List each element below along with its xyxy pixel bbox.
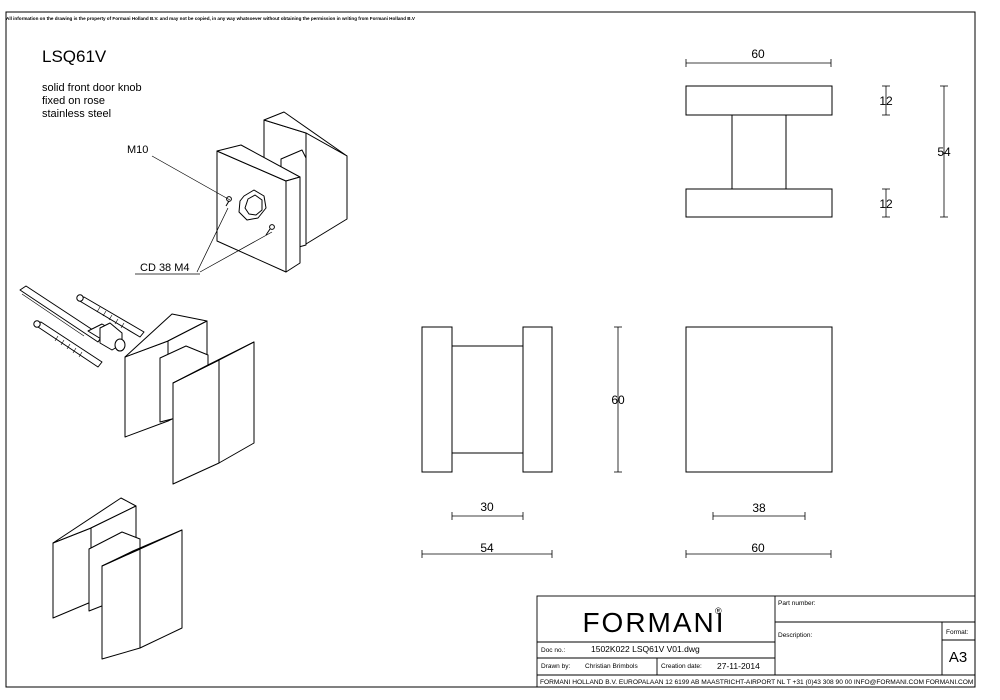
company-footer: FORMANI HOLLAND B.V. EUROPALAAN 12 6199 … [540, 679, 973, 686]
knob-face [685, 326, 833, 473]
dim-top-total-height: 54 [937, 145, 951, 159]
dim-side-height: 60 [611, 393, 625, 407]
doc-value: 1502K022 LSQ61V V01.dwg [591, 644, 700, 654]
dim-top-width: 60 [751, 47, 765, 61]
description-line: fixed on rose [42, 95, 105, 107]
knob-front-side [285, 176, 301, 273]
product-description: solid front door knob fixed on rose stai… [42, 82, 142, 120]
exploded-assembly-view [19, 285, 255, 485]
title-block-text: Part number: Description: Format: Doc no… [540, 600, 973, 686]
rose-plate-front [52, 527, 92, 619]
side-view [421, 326, 553, 473]
assembled-knob-view [52, 497, 183, 660]
isometric-knob-rose-view [216, 111, 348, 273]
dim-side-depth: 54 [480, 541, 494, 555]
drawn-by-value: Christian Brimbols [585, 663, 638, 670]
knob-head-front [101, 548, 141, 660]
dim-front-width: 60 [751, 541, 765, 555]
upper-plate [685, 85, 833, 116]
spindle-bar [19, 285, 103, 343]
thread-callout: M10 [127, 144, 148, 156]
format-label: Format: [946, 629, 969, 636]
spindle-hole-inner [244, 194, 263, 216]
top-view [685, 85, 833, 218]
doc-label: Doc no.: [541, 647, 565, 654]
lower-plate [685, 188, 833, 218]
rose-plate-edge [305, 132, 348, 245]
title-block [536, 595, 976, 688]
copyright-notice: All information on the drawing is the pr… [6, 16, 416, 21]
creation-date-label: Creation date: [661, 663, 702, 670]
drawn-by-label: Drawn by: [541, 663, 570, 670]
front-view [685, 326, 833, 473]
dimension-values: 60 12 12 54 60 30 54 38 60 [480, 47, 951, 555]
dim-side-neck: 30 [480, 500, 494, 514]
dimension-lines [421, 59, 948, 558]
screw-hole [225, 196, 232, 207]
knob-head-right [218, 341, 255, 464]
description-line: solid front door knob [42, 82, 142, 94]
format-value: A3 [949, 649, 967, 666]
fixing-callout: CD 38 M4 [140, 262, 190, 274]
brand-logo: FORMANI [582, 607, 725, 638]
rose-plate [421, 326, 453, 473]
knob-head [522, 326, 553, 473]
description-label: Description: [778, 632, 813, 639]
description-line: stainless steel [42, 108, 111, 120]
screw-hole [265, 224, 275, 236]
dim-top-plate-lower: 12 [879, 197, 893, 211]
dim-front-neck: 38 [752, 501, 766, 515]
product-code: LSQ61V [42, 47, 107, 66]
sheet-border [5, 11, 976, 688]
registered-mark: ® [715, 606, 722, 616]
dim-top-plate-upper: 12 [879, 94, 893, 108]
creation-date-value: 27-11-2014 [717, 661, 760, 671]
neck [451, 345, 524, 454]
callout-leaders [135, 155, 273, 275]
neck [731, 114, 787, 190]
knob-head-right [139, 529, 183, 649]
part-number-label: Part number: [778, 600, 816, 607]
